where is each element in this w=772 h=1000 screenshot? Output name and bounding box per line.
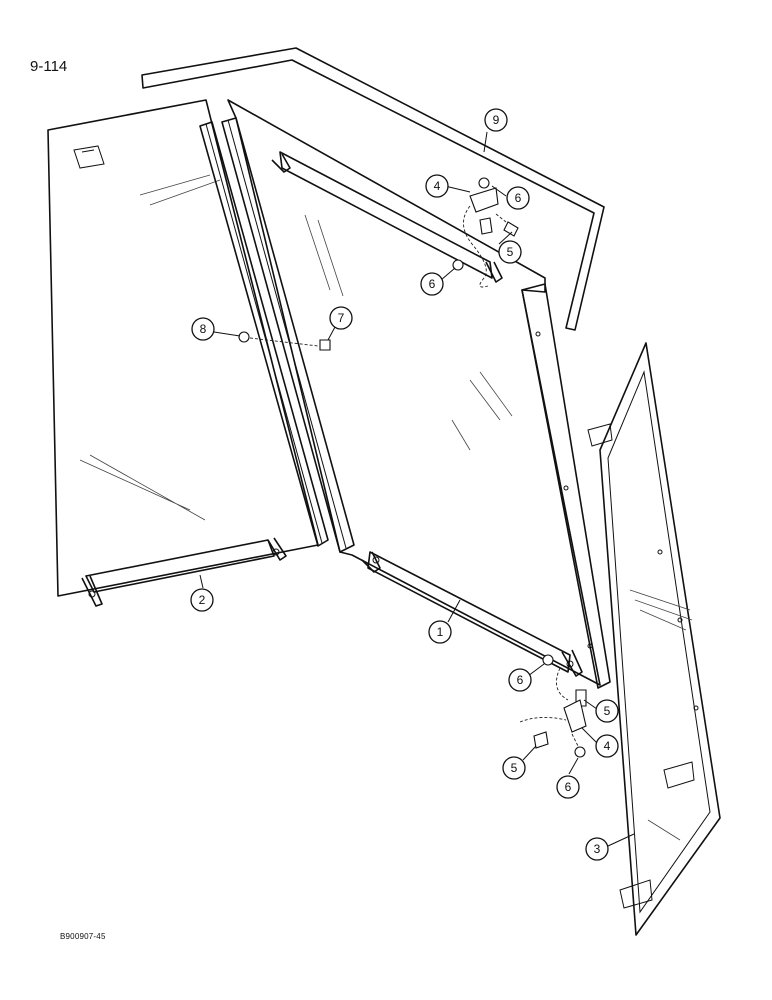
callout-6-upper-left: 6 xyxy=(420,272,444,296)
callout-5-lower-right: 5 xyxy=(595,699,619,723)
bolt xyxy=(533,731,549,749)
callout-5-upper: 5 xyxy=(498,240,522,264)
hardware-lower xyxy=(519,654,587,758)
bolt xyxy=(503,221,519,237)
nut xyxy=(478,177,490,189)
glass-panel-left xyxy=(47,99,319,597)
svg-text:5: 5 xyxy=(604,704,611,718)
callout-3: 3 xyxy=(585,837,609,861)
svg-text:3: 3 xyxy=(594,842,601,856)
bolt xyxy=(319,339,331,351)
callout-6-lower-left: 6 xyxy=(508,668,532,692)
callout-7: 7 xyxy=(329,306,353,330)
nut xyxy=(238,331,250,343)
glass-panel-center xyxy=(227,99,601,686)
mounting-bracket-top xyxy=(271,151,503,283)
hardware-upper xyxy=(452,177,519,288)
callout-6-upper-right: 6 xyxy=(506,186,530,210)
seal-channel-right xyxy=(521,283,611,689)
fasteners-7-8 xyxy=(238,331,331,351)
callout-4-upper: 4 xyxy=(425,174,449,198)
callout-2: 2 xyxy=(190,588,214,612)
page-number: 9-114 xyxy=(30,58,68,75)
callout-4-lower: 4 xyxy=(595,734,619,758)
nut xyxy=(542,654,554,666)
callout-9: 9 xyxy=(484,108,508,132)
seal-strip-top xyxy=(141,47,605,331)
callout-1: 1 xyxy=(428,620,452,644)
nut xyxy=(452,259,464,271)
nut xyxy=(574,746,586,758)
svg-text:5: 5 xyxy=(507,245,514,259)
leader-lines xyxy=(199,131,635,847)
drawing-code: B900907-45 xyxy=(60,932,106,941)
angle-bracket xyxy=(563,699,587,733)
svg-text:6: 6 xyxy=(515,191,522,205)
svg-text:6: 6 xyxy=(517,673,524,687)
mounting-bracket-bottom xyxy=(361,551,583,677)
svg-text:1: 1 xyxy=(437,625,444,639)
svg-text:6: 6 xyxy=(429,277,436,291)
bolt xyxy=(479,217,493,235)
svg-text:4: 4 xyxy=(434,179,441,193)
svg-text:5: 5 xyxy=(511,761,518,775)
glass-panel-right xyxy=(587,342,721,936)
svg-text:9: 9 xyxy=(493,113,500,127)
svg-text:6: 6 xyxy=(565,780,572,794)
angle-bracket xyxy=(469,187,499,213)
svg-text:8: 8 xyxy=(200,322,207,336)
callout-5-lower-left: 5 xyxy=(502,756,526,780)
callout-6-lower: 6 xyxy=(556,775,580,799)
svg-text:2: 2 xyxy=(199,593,206,607)
svg-text:7: 7 xyxy=(338,311,345,325)
callout-8: 8 xyxy=(191,317,215,341)
mounting-bracket-left xyxy=(81,537,287,607)
svg-text:4: 4 xyxy=(604,739,611,753)
